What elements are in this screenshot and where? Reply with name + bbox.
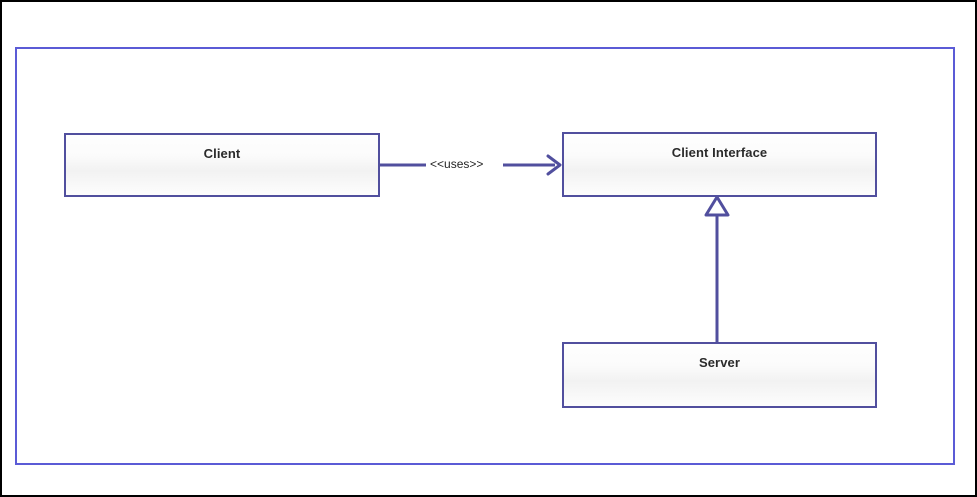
hollow-triangle-icon bbox=[704, 195, 730, 217]
uml-class-server[interactable]: Server bbox=[562, 342, 877, 408]
open-arrow-icon bbox=[546, 154, 562, 176]
uml-class-client-label: Client bbox=[203, 146, 241, 161]
uml-class-client-interface-label: Client Interface bbox=[671, 145, 768, 160]
uml-class-client[interactable]: Client bbox=[64, 133, 380, 197]
edge-generalization bbox=[704, 195, 730, 343]
diagram-canvas: Client Client Interface Server <<uses>> bbox=[15, 47, 955, 465]
uml-class-client-interface[interactable]: Client Interface bbox=[562, 132, 877, 197]
edge-label-uses: <<uses>> bbox=[428, 157, 486, 171]
uml-class-server-label: Server bbox=[698, 355, 741, 370]
